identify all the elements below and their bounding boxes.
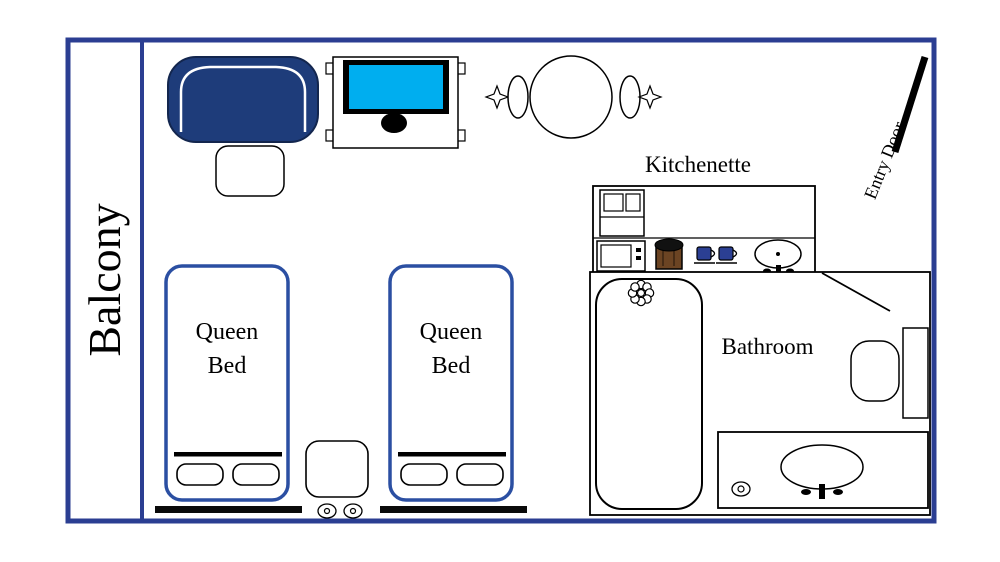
shower-icon <box>595 278 703 510</box>
microwave-button <box>636 256 641 260</box>
tv-screen <box>349 65 443 109</box>
microwave-window <box>600 244 632 268</box>
caster-center <box>323 507 331 515</box>
pillow-icon <box>176 463 224 486</box>
sofa-icon <box>167 56 319 143</box>
toilet-bowl <box>850 340 900 402</box>
toilet-icon <box>850 327 929 419</box>
chair-icon <box>619 75 641 119</box>
shower-head-center <box>636 288 646 298</box>
caster-icon <box>317 503 337 519</box>
cup <box>696 246 712 261</box>
bed-threshold-line <box>155 506 302 513</box>
queen-bed-icon <box>388 264 514 502</box>
freezer-door <box>625 193 641 212</box>
sparkle-icon <box>484 84 510 110</box>
cup-handle <box>710 249 716 258</box>
pillow-icon <box>456 463 504 486</box>
toilet-tank <box>902 327 929 419</box>
bathroom-label: Bathroom <box>721 334 814 359</box>
fridge-icon <box>599 189 645 237</box>
faucet-handle <box>801 489 811 495</box>
bathroom-area <box>589 271 931 516</box>
sparkle-icon <box>637 84 663 110</box>
pillow-icon <box>400 463 448 486</box>
kitchenette-area <box>592 185 816 277</box>
queen-bed-label: Queen Bed <box>419 319 483 379</box>
kitchenette-label: Kitchenette <box>644 152 751 177</box>
dining-set-icon <box>484 55 663 139</box>
pillow-icon <box>232 463 280 486</box>
dining-table-icon <box>529 55 613 139</box>
bed-threshold-line <box>380 506 527 513</box>
bed-outline <box>388 264 514 502</box>
sofa-body <box>167 56 319 143</box>
sink-drain <box>776 252 780 256</box>
bed-foot-line <box>174 452 282 457</box>
freezer-door <box>603 193 624 212</box>
bed-foot-line <box>398 452 506 457</box>
balcony-label: Balcony <box>79 203 130 357</box>
chair-icon <box>507 75 529 119</box>
queen-bed-label: Queen Bed <box>195 319 259 379</box>
tv-icon <box>325 56 466 149</box>
cups-icon <box>694 246 738 264</box>
cup-handle <box>732 249 738 258</box>
faucet-handle <box>833 489 843 495</box>
microwave-icon <box>596 240 646 272</box>
nightstand-top <box>305 440 369 498</box>
sofa-cushion-line <box>179 65 307 132</box>
entry-door-icon <box>891 55 929 154</box>
sink-faucet <box>776 265 781 277</box>
caster-center <box>349 507 357 515</box>
bed-outline <box>164 264 290 502</box>
tv-base <box>381 113 407 133</box>
ottoman-icon <box>215 145 285 197</box>
vanity-faucet <box>819 484 825 499</box>
coffee-pot-lid <box>654 238 684 252</box>
queen-bed-icon <box>164 264 290 502</box>
caster-icon <box>343 503 363 519</box>
microwave-button <box>636 248 641 252</box>
vanity-sink-icon <box>780 444 864 490</box>
kitchen-sink-icon <box>754 239 802 277</box>
coffee-maker-icon <box>654 238 684 270</box>
bathroom-door-swing <box>821 272 891 312</box>
soap-dish-center <box>737 485 745 493</box>
room-wall <box>65 37 937 524</box>
shower-head-icon <box>627 279 655 307</box>
cup <box>718 246 734 261</box>
shower-head-petal <box>630 282 640 292</box>
vanity-icon <box>717 431 929 509</box>
nightstand-icon <box>305 440 369 519</box>
